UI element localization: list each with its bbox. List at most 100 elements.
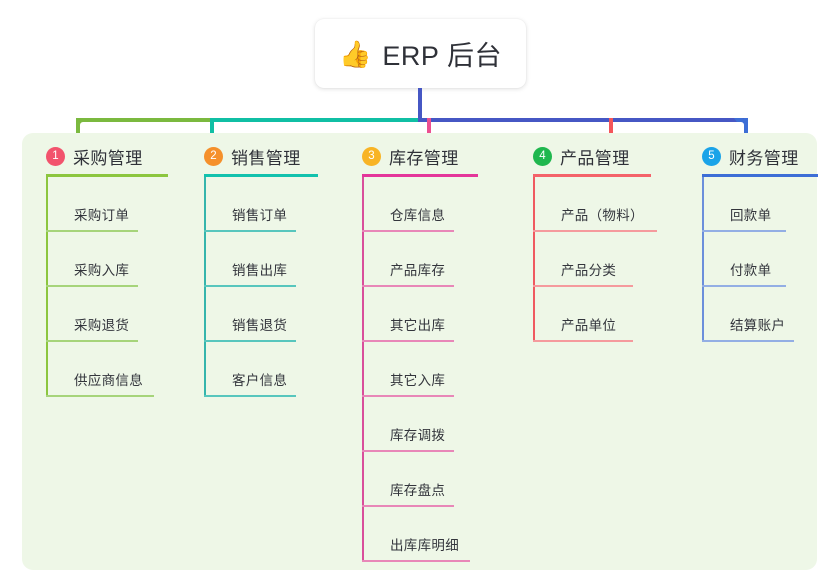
branch-underline	[533, 174, 651, 177]
branch-item-label: 销售出库	[232, 263, 288, 278]
branch-item-label: 付款单	[730, 263, 772, 278]
branch-spine	[204, 177, 206, 397]
branch-item[interactable]: 销售退货	[204, 287, 364, 342]
branch-item-label: 采购退货	[74, 318, 130, 333]
branch-item-label: 产品（物料）	[561, 208, 644, 223]
branch-item-underline	[533, 230, 657, 232]
branch-item-underline	[46, 395, 154, 397]
branch-item-label: 回款单	[730, 208, 772, 223]
branch-item-label: 出库库明细	[390, 538, 459, 553]
branch-header-5[interactable]: 5 财务管理	[702, 133, 839, 177]
thumbs-up-icon: 👍	[339, 38, 372, 69]
branch-item[interactable]: 结算账户	[702, 287, 839, 342]
branch-column-4: 4 产品管理产品（物料） 产品分类产品单位	[533, 133, 709, 342]
branch-item[interactable]: 客户信息	[204, 342, 364, 397]
branch-item-underline	[533, 285, 633, 287]
branch-item-label: 仓库信息	[390, 208, 446, 223]
branch-item-underline	[362, 450, 454, 452]
branch-item-underline	[46, 340, 138, 342]
branch-underline	[46, 174, 168, 177]
branch-item[interactable]: 销售订单	[204, 177, 364, 232]
branch-item-label: 产品单位	[561, 318, 617, 333]
branch-item-label: 供应商信息	[74, 373, 143, 388]
branch-item-underline	[362, 395, 454, 397]
connector-bus-green	[78, 118, 214, 122]
branch-title: 库存管理	[389, 149, 459, 168]
branch-item-label: 销售退货	[232, 318, 288, 333]
branch-item[interactable]: 产品单位	[533, 287, 709, 342]
branch-item[interactable]: 采购订单	[46, 177, 206, 232]
branch-item[interactable]: 其它入库	[362, 342, 538, 397]
branch-header-2[interactable]: 2 销售管理	[204, 133, 364, 177]
branch-item[interactable]: 仓库信息	[362, 177, 538, 232]
branch-title: 采购管理	[73, 149, 143, 168]
branch-item-list: 回款单付款单结算账户	[702, 177, 839, 342]
branch-item-underline	[362, 230, 454, 232]
branch-item-label: 采购入库	[74, 263, 130, 278]
branch-item-underline	[533, 340, 633, 342]
branch-item[interactable]: 库存调拨	[362, 397, 538, 452]
branch-item-label: 产品分类	[561, 263, 617, 278]
branch-item-underline	[362, 505, 454, 507]
branch-title: 财务管理	[729, 149, 799, 168]
branch-title: 销售管理	[231, 149, 301, 168]
branch-item[interactable]: 库存盘点	[362, 452, 538, 507]
branch-column-5: 5 财务管理回款单付款单结算账户	[702, 133, 839, 342]
branch-item-label: 客户信息	[232, 373, 288, 388]
branch-column-2: 2 销售管理销售订单销售出库销售退货客户信息	[204, 133, 364, 397]
connector-elbow-right	[734, 118, 748, 132]
branch-item-underline	[204, 230, 296, 232]
branch-item-underline	[362, 560, 470, 562]
branch-item-underline	[702, 340, 794, 342]
branch-title: 产品管理	[560, 149, 630, 168]
branch-item-underline	[362, 340, 454, 342]
branch-item[interactable]: 产品库存	[362, 232, 538, 287]
branch-item-underline	[46, 230, 138, 232]
branch-item-list: 产品（物料） 产品分类产品单位	[533, 177, 709, 342]
branch-item-list: 销售订单销售出库销售退货客户信息	[204, 177, 364, 397]
branch-item[interactable]: 产品（物料）	[533, 177, 709, 232]
branch-number-badge: 5	[702, 147, 721, 166]
branch-spine	[533, 177, 535, 342]
branch-item[interactable]: 其它出库	[362, 287, 538, 342]
branch-item-underline	[204, 285, 296, 287]
branch-item-underline	[204, 395, 296, 397]
branch-item-list: 采购订单采购入库采购退货供应商信息	[46, 177, 206, 397]
connector-bus-blue	[418, 118, 748, 122]
branch-item-underline	[204, 340, 296, 342]
branch-item[interactable]: 供应商信息	[46, 342, 206, 397]
branch-item-list: 仓库信息产品库存其它出库其它入库库存调拨库存盘点出库库明细	[362, 177, 538, 562]
branch-item-label: 结算账户	[730, 318, 786, 333]
branch-spine	[362, 177, 364, 562]
branch-item[interactable]: 采购退货	[46, 287, 206, 342]
branch-item-underline	[46, 285, 138, 287]
branch-item[interactable]: 采购入库	[46, 232, 206, 287]
branch-item[interactable]: 出库库明细	[362, 507, 538, 562]
branch-underline	[362, 174, 478, 177]
branch-item-underline	[362, 285, 454, 287]
branch-number-badge: 2	[204, 147, 223, 166]
connector-root-stem	[418, 88, 422, 118]
branch-item[interactable]: 产品分类	[533, 232, 709, 287]
branch-number-badge: 4	[533, 147, 552, 166]
root-node-title: ERP 后台	[382, 41, 502, 71]
branch-spine	[702, 177, 704, 342]
branch-header-4[interactable]: 4 产品管理	[533, 133, 709, 177]
branch-item[interactable]: 销售出库	[204, 232, 364, 287]
branch-item[interactable]: 付款单	[702, 232, 839, 287]
branch-item-label: 产品库存	[390, 263, 446, 278]
branch-item-label: 其它出库	[390, 318, 446, 333]
branch-underline	[204, 174, 318, 177]
branch-item-label: 库存盘点	[390, 483, 446, 498]
root-node[interactable]: 👍 ERP 后台	[315, 19, 526, 88]
branch-item[interactable]: 回款单	[702, 177, 839, 232]
branch-item-underline	[702, 285, 786, 287]
branch-spine	[46, 177, 48, 397]
connector-bus-teal	[212, 118, 420, 122]
